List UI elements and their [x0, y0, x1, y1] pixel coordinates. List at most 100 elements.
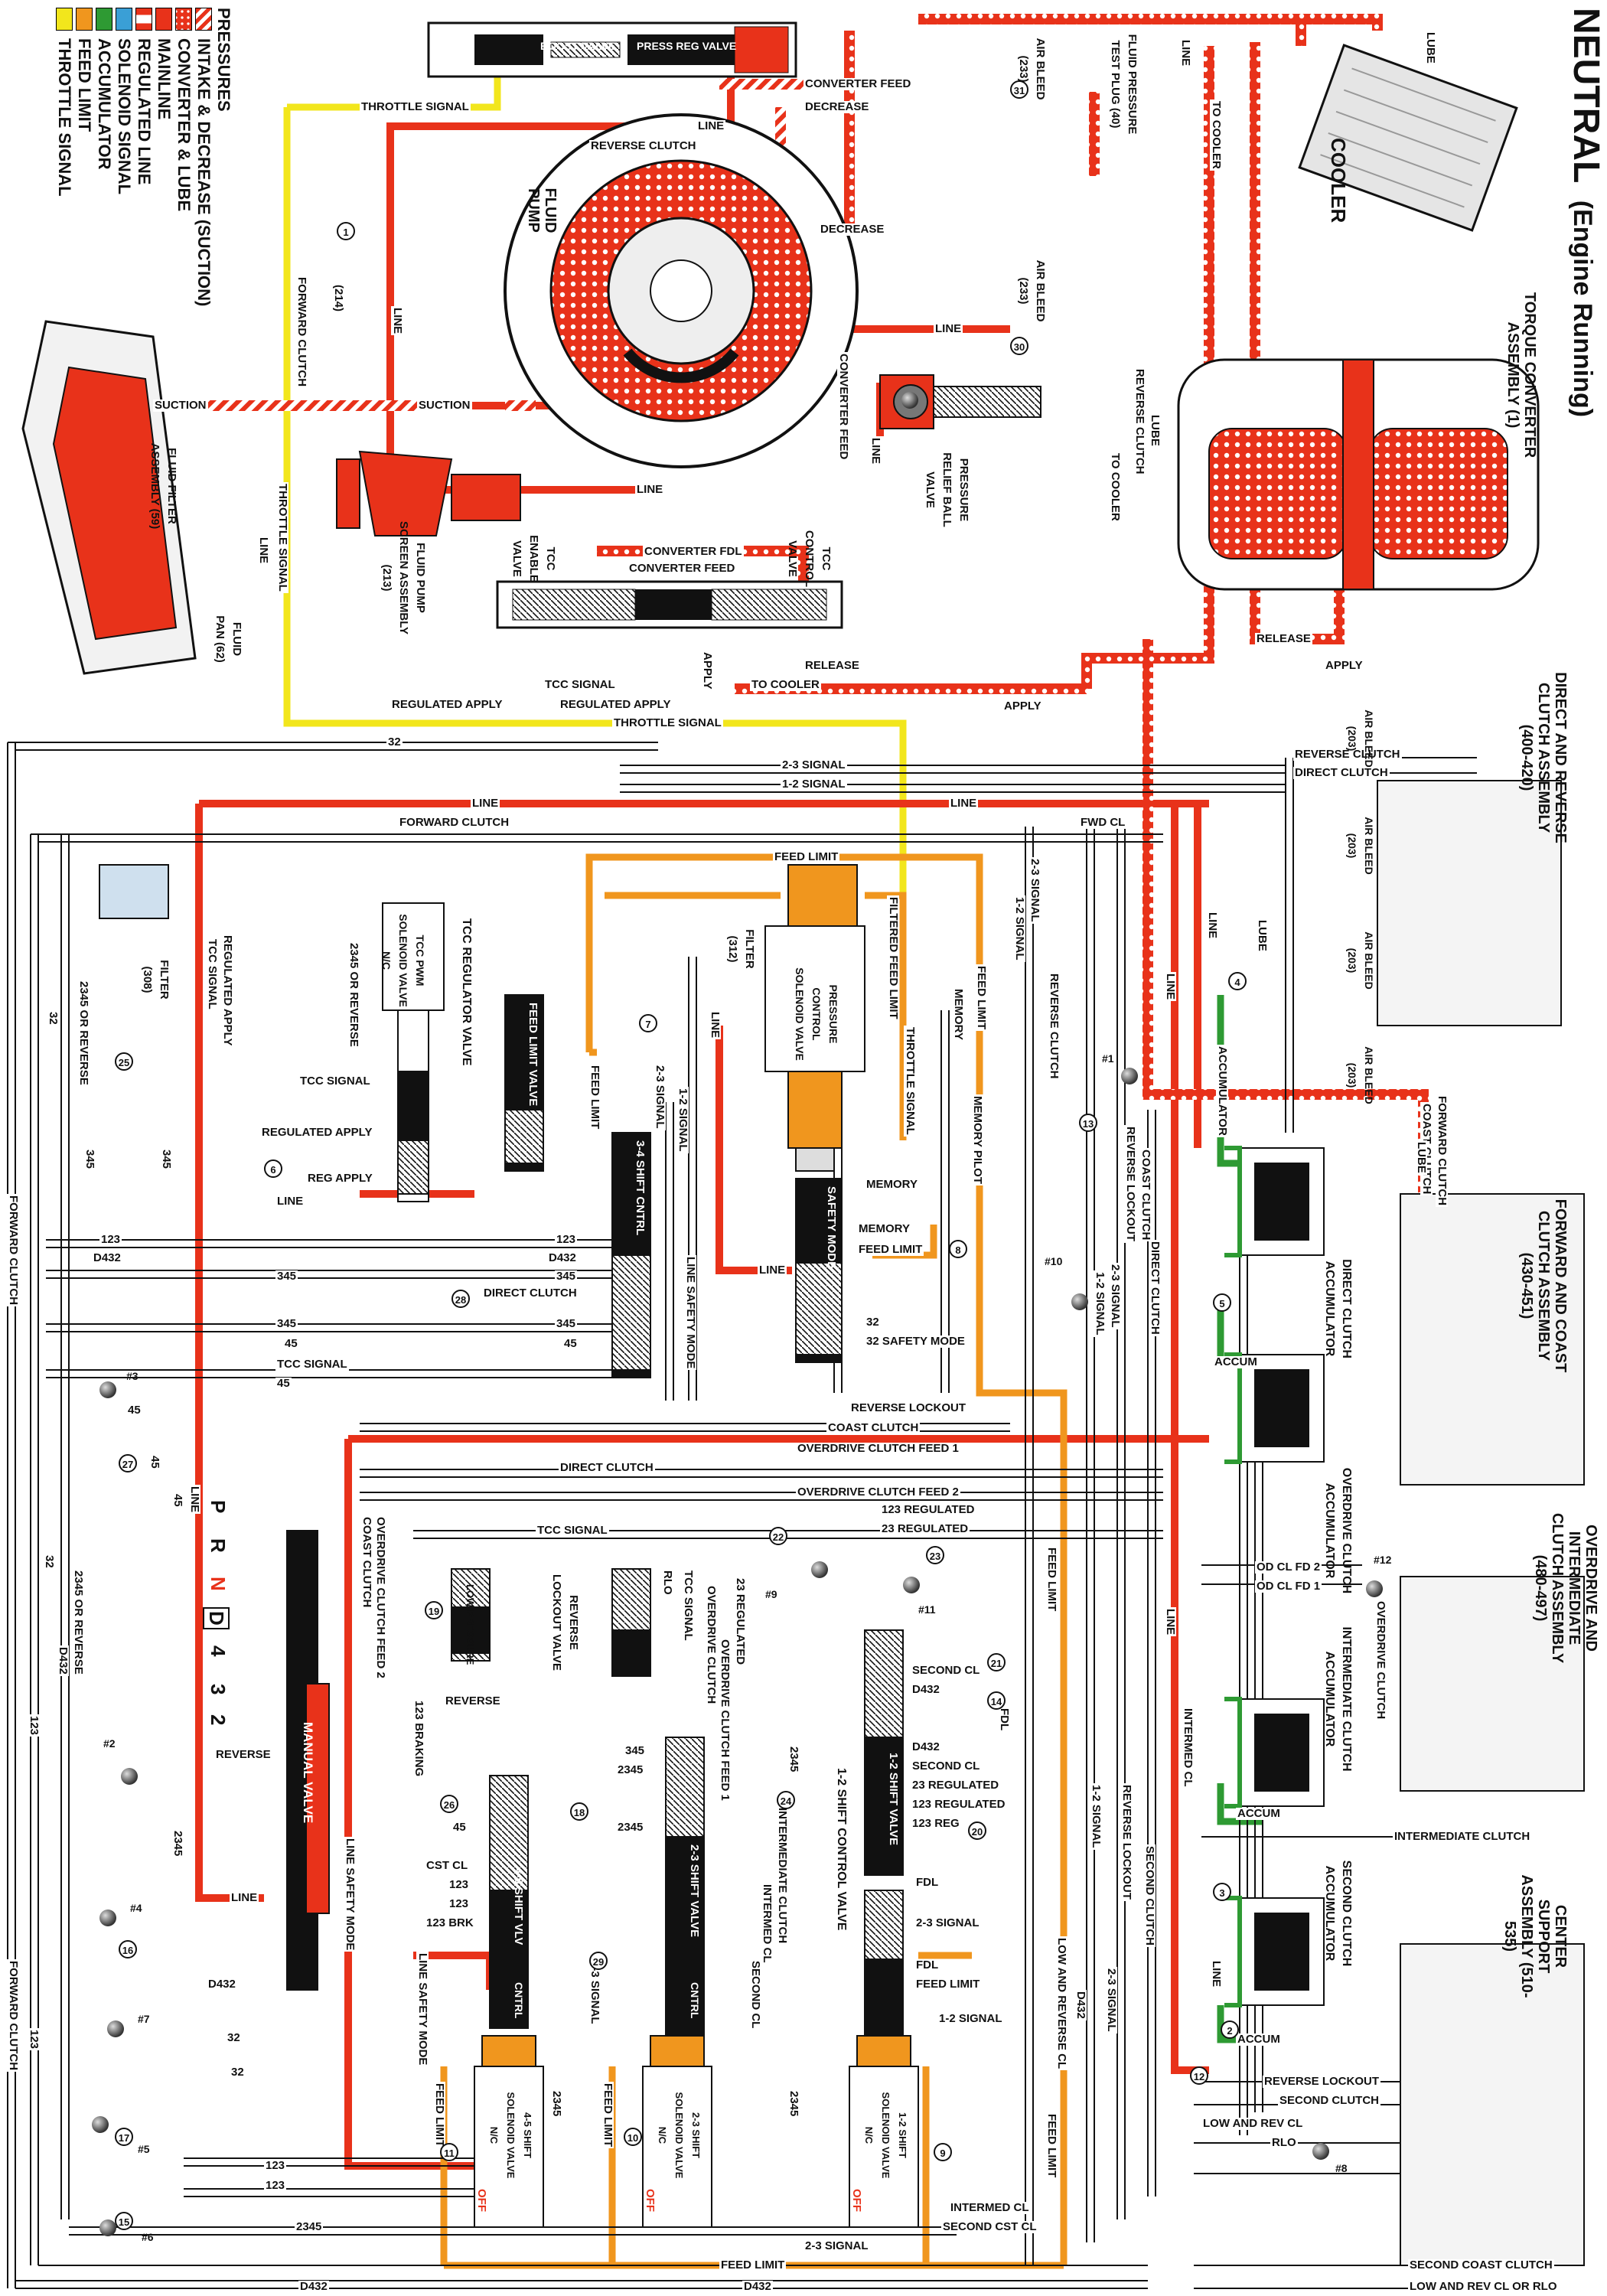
- passage-label: LINE: [1179, 38, 1192, 68]
- passage-label: FEED LIMIT: [975, 964, 988, 1032]
- checkball-label: #5: [138, 2143, 150, 2155]
- passage-label: 2345: [787, 2089, 800, 2118]
- passage-label: 23 REGULATED: [880, 1522, 970, 1535]
- filter-308-label: FILTER (308): [141, 960, 171, 1000]
- passage-label: ACCUMULATOR: [1216, 1045, 1229, 1137]
- checkball-label: #6: [142, 2231, 154, 2243]
- passage-label: 1-2 SIGNAL: [1013, 895, 1026, 962]
- callout-4: 4: [1228, 972, 1247, 990]
- passage-label: FEED LIMIT: [914, 1978, 982, 1991]
- pc-solenoid-label: PRESSURE CONTROL SOLENOID VALVE: [794, 967, 839, 1061]
- checkball-4: [99, 1910, 116, 1926]
- tcc-enable-label: TCC ENABLE VALVE: [510, 535, 557, 582]
- gear-N: N: [207, 1577, 230, 1591]
- torque-converter-label: TORQUE CONVERTER ASSEMBLY (1): [1504, 292, 1538, 458]
- air-bleed-203-label: AIR BLEED (203): [1346, 931, 1375, 990]
- passage-label: ACCUM: [1236, 1807, 1282, 1820]
- shift-23-label: 2-3 SHIFT VALVE: [688, 1844, 701, 1938]
- passage-label: 2345 OR REVERSE: [77, 980, 90, 1087]
- passage-label: D432: [547, 1251, 578, 1264]
- air-bleed-203-label: AIR BLEED (203): [1346, 1046, 1375, 1104]
- feed-limit-valve-body: [504, 994, 544, 1172]
- passage-label: LINE: [275, 1195, 305, 1208]
- legend-item: REGULATED LINE: [134, 8, 154, 306]
- passage-label: MEMORY: [857, 1222, 911, 1235]
- checkball-label: #8: [1335, 2162, 1348, 2174]
- passage-label: 123 REGULATED: [880, 1503, 976, 1516]
- passage-label: CONVERTER FEED: [627, 562, 737, 575]
- passage-label: CST CL: [425, 1859, 470, 1872]
- checkball-label: #4: [130, 1902, 142, 1914]
- passage-label: 45: [451, 1821, 468, 1834]
- pressure-regulator-body: [427, 21, 797, 78]
- passage-label: LINE: [709, 1010, 722, 1040]
- passage-label: THROTTLE SIGNAL: [276, 482, 289, 593]
- passage-label: APPLY: [1324, 659, 1364, 672]
- callout-22: 22: [769, 1527, 787, 1545]
- passage-label: 2345 OR REVERSE: [72, 1569, 85, 1676]
- passage-label: FEED LIMIT: [1045, 2112, 1058, 2180]
- diagram-subtitle: (Engine Running): [1568, 200, 1597, 418]
- passage-label: CONVERTER FDL: [643, 545, 744, 558]
- passage-label: SECOND CST CL: [941, 2220, 1038, 2233]
- passage-label: 123: [264, 2159, 287, 2172]
- passage-label: 123 BRAKING: [412, 1699, 425, 1779]
- passage-label: TCC SIGNAL: [206, 938, 219, 1011]
- passage-label: 123: [264, 2179, 287, 2192]
- passage-label: 2-3 SIGNAL: [1028, 857, 1041, 924]
- callout-18: 18: [570, 1802, 588, 1821]
- checkball-5: [92, 2116, 109, 2133]
- passage-label: ACCUM: [1213, 1355, 1259, 1368]
- passage-label: REGULATED APPLY: [260, 1126, 374, 1139]
- accumulators: [1224, 1146, 1325, 2007]
- passage-label: FEED LIMIT: [773, 850, 840, 863]
- passage-label: LUBE: [1415, 1140, 1428, 1175]
- passage-label: 2-3 SIGNAL: [1105, 1967, 1118, 2033]
- passage-label: RLO: [1270, 2136, 1298, 2149]
- passage-label: 2-3 SIGNAL: [804, 2239, 870, 2252]
- checkball-10: [1071, 1293, 1088, 1310]
- shift-34-label: 3-4 SHIFT CNTRL: [634, 1140, 647, 1236]
- passage-label: 2345: [550, 2089, 563, 2118]
- passage-label: INTERMED CL: [949, 2201, 1031, 2214]
- passage-label: REVERSE LOCKOUT: [1120, 1783, 1133, 1902]
- passage-label: D432: [742, 2280, 773, 2293]
- checkball-8: [1312, 2143, 1329, 2160]
- passage-label: OVERDRIVE CLUTCH FEED 1: [719, 1638, 732, 1802]
- passage-label: 345: [160, 1148, 173, 1171]
- passage-label: FEED LIMIT: [857, 1243, 924, 1256]
- passage-label: TCC SIGNAL: [536, 1524, 609, 1537]
- passage-label: CONVERTER FEED: [804, 77, 913, 90]
- gear-D: D: [203, 1607, 230, 1629]
- passage-label: D432: [92, 1251, 122, 1264]
- manual-valve-body: [286, 1530, 330, 1991]
- shift-solenoids: [474, 2035, 919, 2228]
- passage-label: REVERSE: [214, 1748, 272, 1761]
- passage-label: COAST CLUTCH: [826, 1421, 921, 1434]
- callout-1: 1: [337, 222, 355, 240]
- cntrl-23-label: CNTRL: [689, 1982, 701, 2019]
- passage-label: LINE: [696, 119, 726, 132]
- passage-label: LINE: [1164, 1607, 1177, 1637]
- legend-item: THROTTLE SIGNAL: [54, 8, 74, 306]
- checkball-7: [107, 2020, 124, 2037]
- passage-label: REVERSE LOCKOUT: [1124, 1125, 1137, 1244]
- clutch-assemblies: [1377, 780, 1585, 2266]
- passage-label: 32: [386, 735, 403, 748]
- checkball-label: #12: [1374, 1554, 1392, 1566]
- legend-heading: PRESSURES: [214, 8, 233, 112]
- passage-label: FILTERED FEED LIMIT: [887, 895, 900, 1021]
- passage-label: REGULATED APPLY: [390, 698, 504, 711]
- passage-label: LINE: [257, 536, 270, 566]
- legend: PRESSURES INTAKE & DECREASE (SUCTION) CO…: [54, 8, 233, 306]
- passage-label: 1-2 SIGNAL: [1094, 1270, 1107, 1337]
- passage-label: REGULATED APPLY: [559, 698, 673, 711]
- passage-label: 123: [555, 1233, 578, 1246]
- passage-label: LINE: [1206, 911, 1219, 941]
- passage-label: LINE: [1164, 972, 1177, 1002]
- passage-label: REVERSE CLUTCH: [589, 139, 698, 152]
- passage-label: D432: [1074, 1990, 1087, 2020]
- passage-label: D432: [298, 2280, 329, 2293]
- callout-15: 15: [115, 2212, 133, 2230]
- od-clutch-accum-label: OVERDRIVE CLUTCH ACCUMULATOR: [1323, 1467, 1353, 1594]
